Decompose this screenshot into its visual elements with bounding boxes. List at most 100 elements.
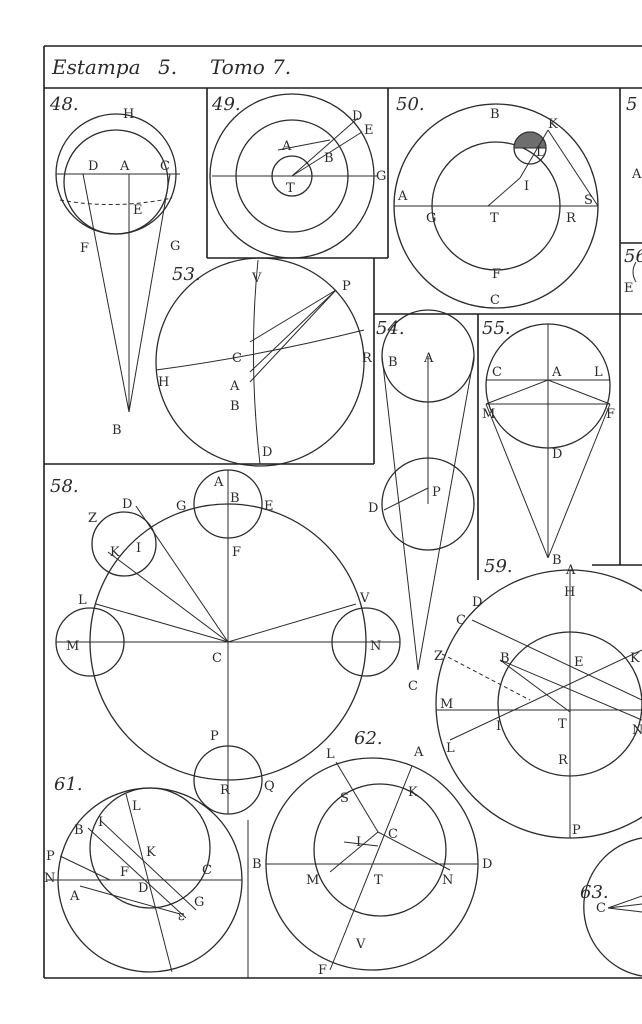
svg-text:I: I — [524, 179, 529, 194]
svg-text:F: F — [80, 241, 89, 256]
svg-text:B: B — [552, 553, 562, 568]
svg-text:I: I — [136, 541, 141, 556]
header-title-left: Estampa — [51, 55, 141, 79]
svg-text:F: F — [318, 963, 327, 978]
svg-text:R: R — [566, 211, 577, 226]
svg-text:N: N — [632, 723, 642, 738]
svg-text:C: C — [596, 901, 606, 916]
svg-text:C: C — [492, 365, 502, 380]
figure-54: 54. B A P D C — [368, 309, 475, 694]
svg-text:Z: Z — [434, 649, 443, 664]
svg-text:M: M — [306, 873, 319, 888]
svg-text:E: E — [133, 203, 143, 218]
svg-text:E: E — [364, 123, 374, 138]
svg-text:T: T — [374, 873, 383, 888]
svg-text:L: L — [132, 799, 141, 814]
figure-61: 61. L B I K P C N F A D G ε — [44, 774, 243, 973]
svg-text:H: H — [564, 585, 575, 600]
svg-text:D: D — [552, 447, 562, 462]
svg-text:C: C — [232, 351, 242, 366]
svg-text:L: L — [326, 747, 335, 762]
svg-text:H: H — [123, 107, 134, 122]
svg-text:G: G — [426, 211, 436, 226]
svg-text:E: E — [264, 499, 274, 514]
svg-text:L: L — [536, 145, 545, 160]
svg-text:V: V — [355, 937, 366, 952]
figure-50-number: 50. — [396, 94, 425, 115]
svg-text:F: F — [492, 267, 501, 282]
svg-text:S: S — [584, 193, 593, 208]
svg-text:A: A — [631, 167, 642, 182]
svg-text:V: V — [359, 591, 370, 606]
svg-text:P: P — [572, 823, 581, 838]
figure-55-number: 55. — [482, 318, 511, 339]
svg-text:E: E — [574, 655, 584, 670]
svg-text:D: D — [482, 857, 492, 872]
svg-text:C: C — [202, 863, 212, 878]
figure-55: 55. C A L M F D B — [482, 318, 615, 568]
svg-text:K: K — [630, 651, 640, 666]
svg-text:T: T — [490, 211, 499, 226]
header-volume-number: 7. — [272, 55, 291, 79]
svg-text:B: B — [490, 107, 500, 122]
svg-text:G: G — [170, 239, 180, 254]
svg-text:A: A — [281, 139, 292, 154]
figure-50: 50. B K L I S A G T R F C — [393, 94, 599, 309]
svg-text:D: D — [88, 159, 98, 174]
svg-text:B: B — [324, 151, 334, 166]
svg-text:M: M — [482, 407, 495, 422]
svg-text:A: A — [423, 351, 434, 366]
svg-text:P: P — [432, 485, 441, 500]
svg-text:G: G — [194, 895, 204, 910]
svg-text:R: R — [362, 351, 373, 366]
svg-text:R: R — [220, 783, 231, 798]
svg-text:I: I — [496, 719, 501, 734]
svg-text:S: S — [340, 791, 349, 806]
figure-61-number: 61. — [54, 774, 83, 795]
figure-49: 49. D E A B T G — [209, 93, 386, 259]
svg-text:P: P — [210, 729, 219, 744]
figure-48-number: 48. — [49, 94, 79, 115]
svg-text:R: R — [558, 753, 569, 768]
svg-text:L: L — [78, 593, 87, 608]
figure-51-number: 5 — [626, 94, 637, 115]
svg-text:A: A — [413, 745, 424, 760]
svg-text:D: D — [138, 881, 148, 896]
svg-text:N: N — [44, 871, 55, 886]
svg-text:D: D — [472, 595, 482, 610]
svg-text:ε: ε — [178, 909, 185, 924]
svg-text:T: T — [286, 181, 295, 196]
svg-text:A: A — [397, 189, 408, 204]
svg-text:A: A — [565, 563, 576, 578]
svg-text:H: H — [158, 375, 169, 390]
svg-text:I: I — [356, 835, 361, 850]
svg-text:F: F — [232, 545, 241, 560]
svg-text:A: A — [119, 159, 130, 174]
svg-text:A: A — [69, 889, 80, 904]
svg-text:L: L — [594, 365, 603, 380]
header-title-right: Tomo — [210, 55, 265, 79]
svg-text:C: C — [490, 293, 500, 308]
figure-53-number: 53. — [172, 264, 201, 285]
svg-text:C: C — [160, 159, 170, 174]
svg-text:B: B — [252, 857, 262, 872]
svg-text:A: A — [213, 475, 224, 490]
figure-59-number: 59. — [484, 556, 513, 577]
svg-text:N: N — [370, 639, 381, 654]
svg-text:V: V — [251, 271, 262, 286]
svg-text:K: K — [408, 785, 418, 800]
figure-62-number: 62. — [354, 728, 383, 749]
svg-text:K: K — [110, 545, 120, 560]
svg-text:L: L — [446, 741, 455, 756]
svg-text:M: M — [440, 697, 453, 712]
svg-text:K: K — [548, 117, 558, 132]
svg-text:I: I — [98, 815, 103, 830]
svg-text:B: B — [74, 823, 84, 838]
svg-text:C: C — [408, 679, 418, 694]
svg-text:P: P — [342, 279, 351, 294]
svg-text:Z: Z — [88, 511, 97, 526]
svg-text:D: D — [352, 109, 362, 124]
svg-text:A: A — [551, 365, 562, 380]
figure-48: 48. H D A C E F G B — [49, 94, 180, 438]
